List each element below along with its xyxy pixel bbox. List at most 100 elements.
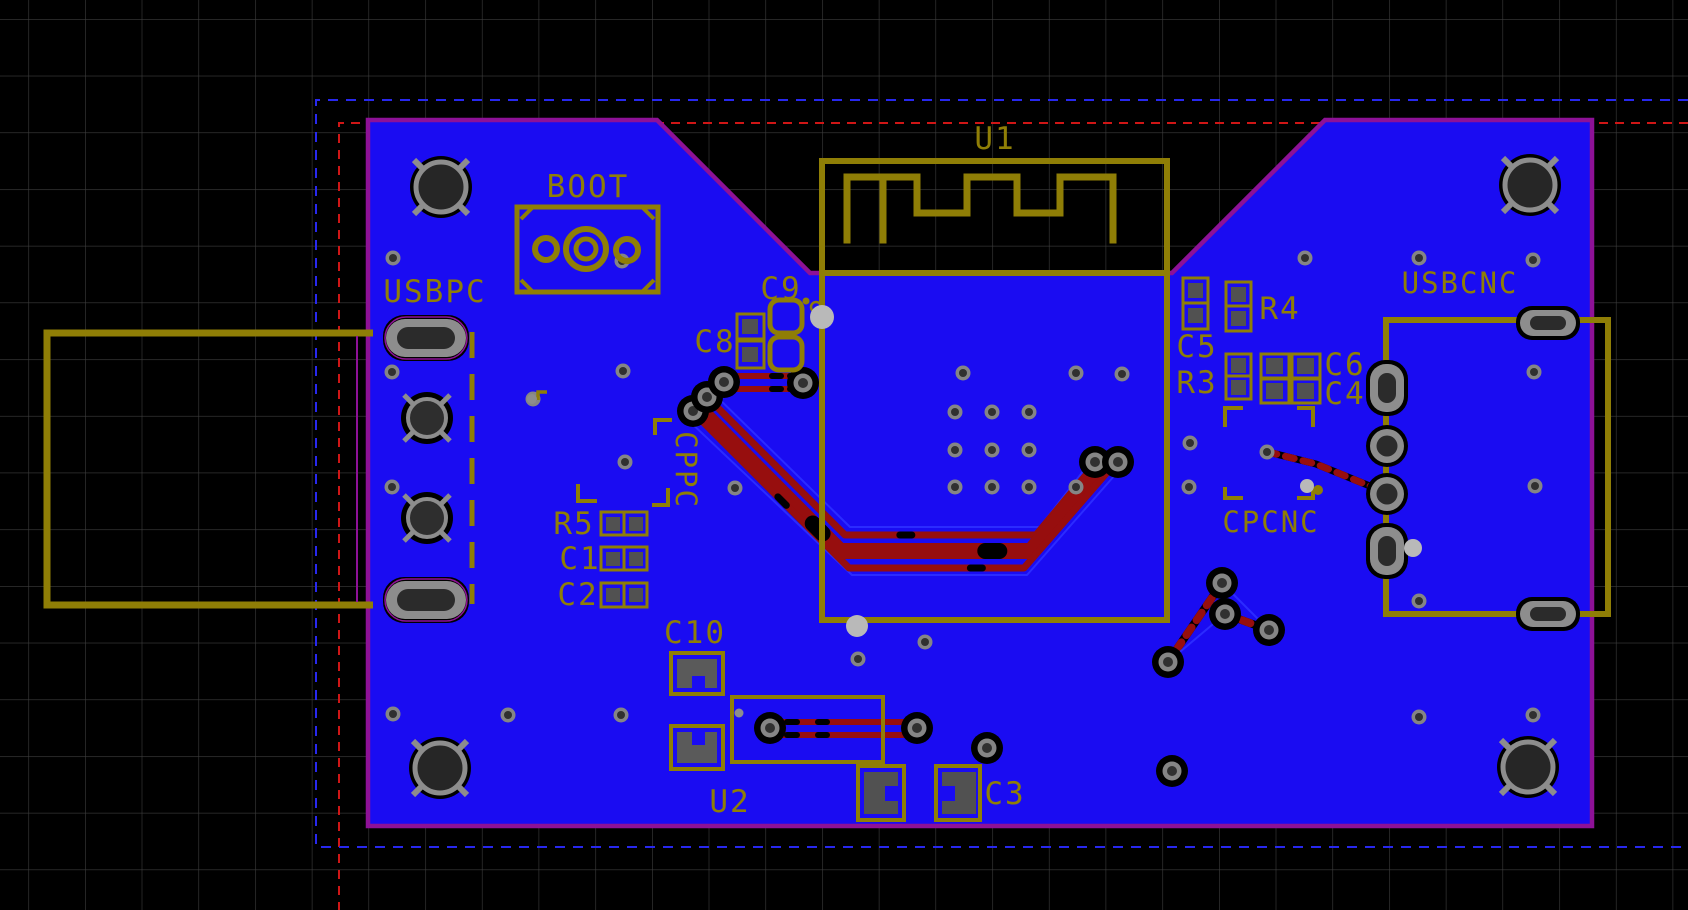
component-C6[interactable] (1259, 352, 1322, 380)
via[interactable] (384, 479, 400, 495)
selected-vias[interactable] (810, 305, 1422, 637)
selected-via[interactable] (810, 305, 834, 329)
usbpc-pad-1[interactable] (382, 314, 470, 362)
label-U2[interactable]: U2 (709, 784, 750, 820)
usbcnc-pad-1[interactable] (1366, 360, 1408, 416)
usbcnc-pad-3[interactable] (1366, 473, 1408, 515)
via[interactable] (1068, 365, 1084, 381)
via[interactable] (947, 404, 963, 420)
board-outline[interactable] (365, 117, 1595, 829)
via[interactable] (500, 707, 516, 723)
via[interactable] (384, 364, 400, 380)
mount-hole-top-right[interactable] (1499, 154, 1561, 216)
label-USBPC[interactable]: USBPC (383, 274, 486, 310)
usbpc-pad-3[interactable] (401, 492, 453, 544)
label-C3[interactable]: C3 (984, 776, 1025, 812)
component-CPPC[interactable] (527, 390, 672, 507)
via[interactable] (1068, 479, 1084, 495)
via[interactable] (1209, 598, 1241, 630)
usbcnc-pad-2[interactable] (1366, 425, 1408, 467)
label-C9[interactable]: C9 (760, 271, 801, 307)
usbcnc-pad-top[interactable] (1516, 306, 1580, 340)
via[interactable] (1411, 593, 1427, 609)
mount-hole-top-left[interactable] (410, 156, 472, 218)
via[interactable] (1021, 442, 1037, 458)
label-R3[interactable]: R3 (1176, 365, 1217, 401)
label-USBCNC[interactable]: USBCNC (1402, 266, 1519, 300)
component-C4[interactable] (1259, 377, 1322, 405)
via[interactable] (917, 634, 933, 650)
via[interactable] (984, 404, 1000, 420)
component-U2[interactable] (730, 695, 885, 764)
via[interactable] (1181, 479, 1197, 495)
selected-via[interactable] (846, 615, 868, 637)
via[interactable] (1411, 709, 1427, 725)
selected-via[interactable] (1300, 479, 1314, 493)
via[interactable] (613, 707, 629, 723)
via[interactable] (385, 706, 401, 722)
label-C6[interactable]: C6 (1324, 347, 1365, 383)
via[interactable] (1206, 567, 1238, 599)
via[interactable] (385, 250, 401, 266)
via[interactable] (727, 480, 743, 496)
mount-hole-bottom-left[interactable] (409, 737, 471, 799)
label-C10[interactable]: C10 (664, 615, 726, 651)
usbpc-pad-4[interactable] (382, 576, 470, 624)
selected-via[interactable] (1404, 539, 1422, 557)
component-CPCNC[interactable] (1223, 406, 1323, 500)
component-C5[interactable] (1181, 276, 1210, 331)
via[interactable] (1253, 614, 1285, 646)
component-R3[interactable] (1224, 352, 1253, 401)
via[interactable] (1114, 366, 1130, 382)
label-C5[interactable]: C5 (1176, 329, 1217, 365)
component-R4[interactable] (1224, 280, 1253, 333)
via[interactable] (617, 454, 633, 470)
label-U1[interactable]: U1 (974, 121, 1015, 157)
via[interactable] (984, 479, 1000, 495)
via[interactable] (1259, 444, 1275, 460)
via[interactable] (1021, 479, 1037, 495)
label-C1[interactable]: C1 (559, 541, 600, 577)
component-C8[interactable] (735, 312, 766, 370)
label-C4[interactable]: C4 (1324, 376, 1365, 412)
usbcnc-pad-4[interactable] (1366, 523, 1408, 579)
label-R5[interactable]: R5 (553, 506, 594, 542)
via[interactable] (955, 365, 971, 381)
label-CPCNC[interactable]: CPCNC (1222, 505, 1319, 539)
via[interactable] (947, 442, 963, 458)
via[interactable] (1152, 646, 1184, 678)
via[interactable] (1021, 404, 1037, 420)
via[interactable] (947, 479, 963, 495)
label-C2[interactable]: C2 (557, 577, 598, 613)
usbpc-pad-2[interactable] (401, 392, 453, 444)
label-CPPC[interactable]: CPPC (669, 431, 703, 509)
via[interactable] (1527, 478, 1543, 494)
label-C8[interactable]: C8 (694, 324, 735, 360)
via[interactable] (1526, 364, 1542, 380)
component-USBPC[interactable] (43, 314, 475, 624)
label-R4[interactable]: R4 (1259, 291, 1300, 327)
component-C2[interactable] (599, 581, 649, 609)
usbcnc-pad-bottom[interactable] (1516, 597, 1580, 631)
via[interactable] (1182, 435, 1198, 451)
via[interactable] (850, 651, 866, 667)
via[interactable] (984, 442, 1000, 458)
via[interactable] (901, 712, 933, 744)
mount-hole-bottom-right[interactable] (1497, 736, 1559, 798)
via[interactable] (754, 712, 786, 744)
via[interactable] (615, 363, 631, 379)
component-U1[interactable] (819, 158, 1170, 623)
component-C10[interactable] (669, 651, 725, 771)
via[interactable] (1297, 250, 1313, 266)
via[interactable] (971, 732, 1003, 764)
label-BOOT[interactable]: BOOT (547, 169, 630, 205)
via[interactable] (1156, 755, 1188, 787)
via[interactable] (1102, 446, 1134, 478)
via[interactable] (1525, 707, 1541, 723)
component-USBCNC[interactable] (1366, 306, 1611, 631)
component-BOOT[interactable] (514, 204, 661, 295)
via[interactable] (708, 366, 740, 398)
